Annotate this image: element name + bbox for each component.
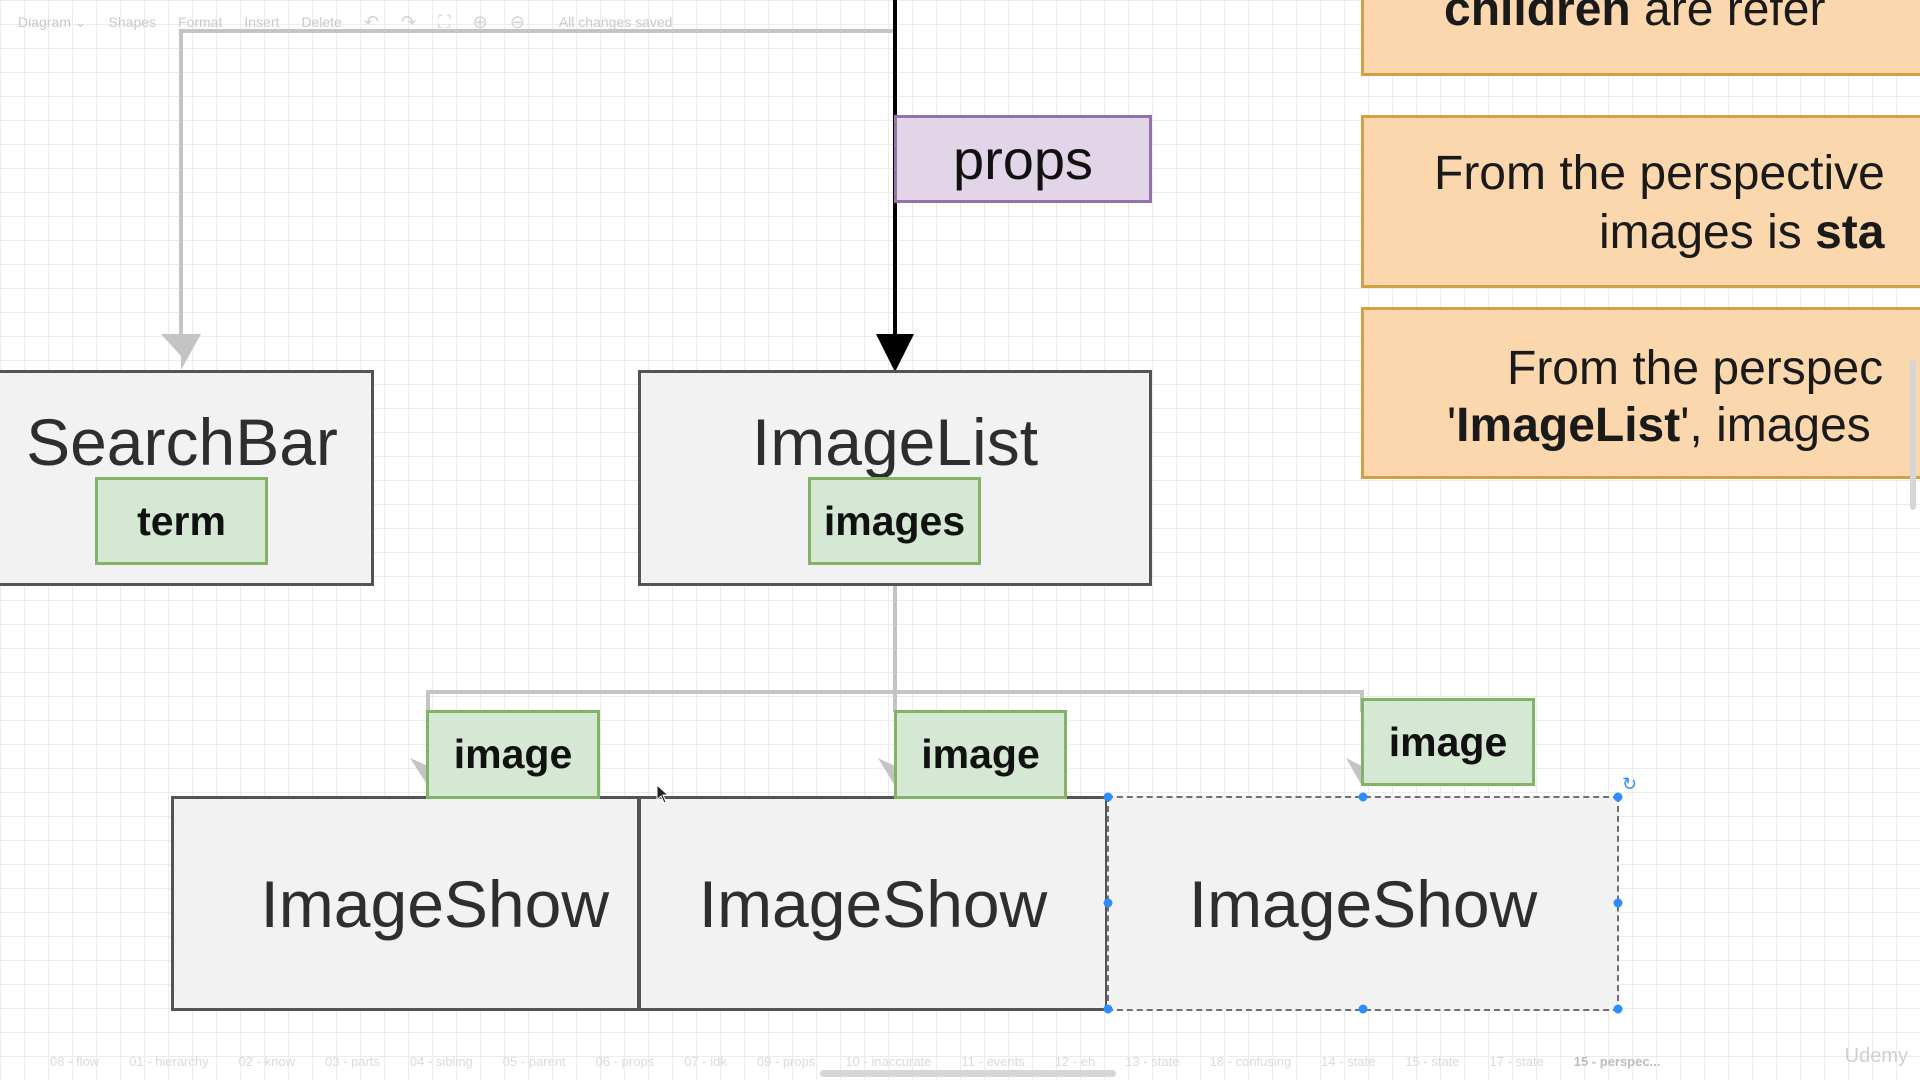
selection-handle[interactable]	[1613, 898, 1623, 908]
imageshow-title-3: ImageShow	[1188, 866, 1538, 941]
page-tab[interactable]: 09 - props	[756, 1053, 816, 1069]
rotate-handle-icon[interactable]: ↻	[1622, 774, 1638, 794]
imageshow-node-1[interactable]: ImageShow	[171, 796, 640, 1011]
note-3-line-2a: '	[1447, 399, 1457, 452]
note-2-line-1: From the perspective	[1434, 147, 1885, 200]
page-tab[interactable]: 05 - parent	[502, 1053, 566, 1069]
edge-arrowhead-1	[410, 758, 428, 786]
selection-handle[interactable]	[1358, 792, 1368, 802]
page-tab[interactable]: 10 - inaccurate	[845, 1053, 932, 1069]
image-tag-1[interactable]: image	[426, 710, 600, 799]
searchbar-title: SearchBar	[26, 405, 338, 479]
selection-handle[interactable]	[1613, 792, 1623, 802]
note-3-line-1: From the perspec	[1507, 342, 1884, 395]
shapes-button[interactable]: Shapes	[108, 14, 157, 30]
diagram-menu[interactable]: Diagram ⌄	[18, 13, 87, 30]
edge-to-searchbar	[179, 29, 895, 338]
page-tab[interactable]: 03 - parts	[325, 1053, 380, 1069]
page-tab[interactable]: 13 - state	[1125, 1053, 1180, 1069]
note-3-line-2c: ', images	[1680, 399, 1871, 452]
selection-handle[interactable]	[1103, 792, 1113, 802]
page-tab[interactable]: 12 - eh	[1054, 1053, 1096, 1069]
insert-button[interactable]: Insert	[244, 14, 280, 30]
fullscreen-icon[interactable]: ⛶	[438, 11, 451, 32]
note-children[interactable]: children are refer	[1361, 0, 1920, 76]
horizontal-scrollbar[interactable]	[820, 1070, 1116, 1077]
selection-handle[interactable]	[1103, 898, 1113, 908]
zoom-out-icon[interactable]: ⊖	[509, 11, 525, 32]
image-tag-2[interactable]: image	[894, 710, 1067, 799]
selection-handle[interactable]	[1613, 1004, 1623, 1014]
page-tab[interactable]: 17 - state	[1489, 1053, 1544, 1069]
vertical-scrollbar[interactable]	[1910, 360, 1916, 510]
imageshow-node-2[interactable]: ImageShow	[638, 796, 1108, 1011]
term-tag[interactable]: term	[95, 477, 268, 565]
edge-arrowhead-searchbar	[161, 334, 201, 370]
note-3-line-2b: ImageList	[1456, 399, 1681, 452]
page-tab[interactable]: 15 - perspec...	[1573, 1053, 1661, 1069]
imageshow-node-3[interactable]: ImageShow	[1107, 796, 1619, 1011]
note-perspective-2[interactable]: From the perspec 'ImageList', images	[1361, 307, 1920, 479]
page-tab[interactable]: 15 - state	[1405, 1053, 1460, 1069]
selection-handle[interactable]	[1358, 1004, 1368, 1014]
page-tab[interactable]: 02 - know	[238, 1053, 295, 1069]
props-label[interactable]: props	[894, 115, 1152, 203]
selection-handle[interactable]	[1103, 1004, 1113, 1014]
toolbar: Diagram ⌄ Shapes Format Insert Delete ↶ …	[0, 0, 1920, 44]
delete-button[interactable]: Delete	[301, 14, 342, 30]
zoom-in-icon[interactable]: ⊕	[472, 11, 488, 32]
note-perspective-1[interactable]: From the perspective images is sta	[1361, 115, 1920, 288]
mouse-cursor-icon	[656, 784, 670, 804]
note-2-line-2b: sta	[1815, 206, 1885, 259]
page-tab[interactable]: 14 - state	[1321, 1053, 1376, 1069]
page-tab[interactable]: 01 - hierarchy	[129, 1053, 209, 1069]
udemy-watermark: Udemy	[1844, 1045, 1908, 1067]
save-status: All changes saved	[558, 14, 673, 30]
images-tag[interactable]: images	[808, 477, 981, 565]
edge-arrowhead-3	[1346, 758, 1362, 786]
imageshow-title-2: ImageShow	[698, 866, 1048, 941]
note-1-part-2: are refer	[1630, 0, 1826, 36]
page-tab[interactable]: 06 - props	[595, 1053, 655, 1069]
format-button[interactable]: Format	[178, 14, 223, 30]
page-tab[interactable]: 08 - flow	[50, 1053, 100, 1069]
note-1-part-1: children	[1444, 0, 1631, 36]
page-tab[interactable]: 11 - events	[961, 1053, 1025, 1069]
note-2-line-2a: images is	[1599, 206, 1816, 259]
edge-arrowhead-2	[878, 758, 895, 786]
imageshow-title-1: ImageShow	[260, 866, 609, 941]
page-tab[interactable]: 07 - idk	[684, 1053, 727, 1069]
props-arrowhead	[876, 334, 914, 372]
page-tab[interactable]: 18 - confusing	[1209, 1053, 1292, 1069]
page-tabs: 08 - flow 01 - hierarchy 02 - know 03 - par…	[0, 1042, 1920, 1080]
undo-icon[interactable]: ↶	[363, 11, 379, 32]
imagelist-title: ImageList	[751, 405, 1039, 479]
image-tag-3[interactable]: image	[1361, 698, 1535, 786]
redo-icon[interactable]: ↷	[400, 11, 417, 32]
page-tab[interactable]: 04 - sibling	[409, 1053, 473, 1069]
